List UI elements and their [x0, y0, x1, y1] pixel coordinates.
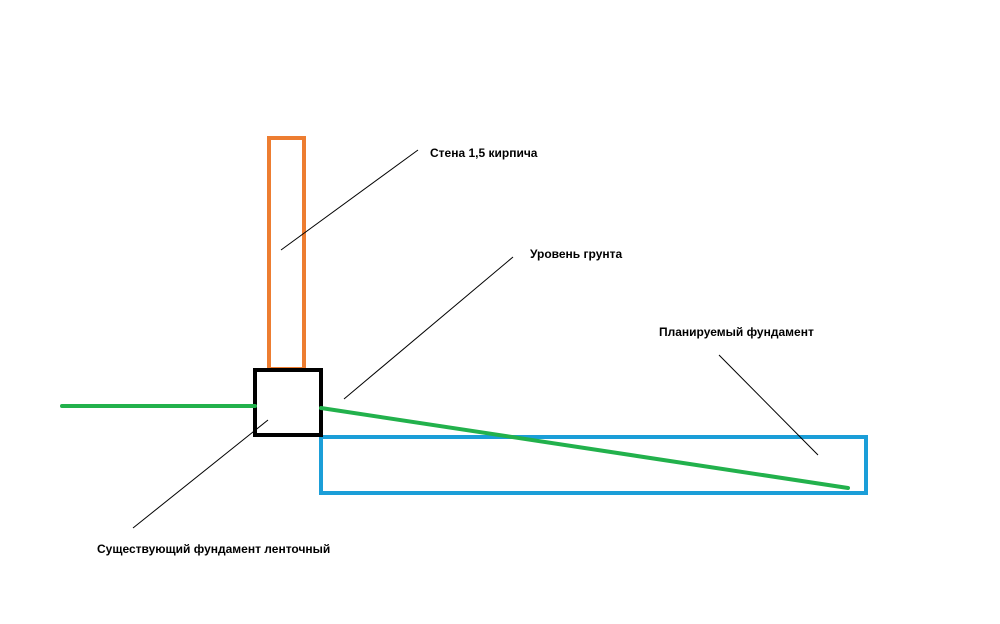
existing-foundation-label: Существующий фундамент ленточный — [97, 542, 331, 556]
wall-leader-line — [280, 149, 419, 251]
planned-foundation-leader-line — [718, 354, 819, 456]
planned-foundation-rect — [319, 435, 868, 495]
planned-foundation-label: Планируемый фундамент — [659, 325, 814, 339]
ground-line-right — [319, 406, 850, 490]
existing-foundation-leader-line — [132, 419, 269, 529]
ground-level-label: Уровень грунта — [530, 247, 623, 261]
existing-foundation-rect — [253, 368, 323, 437]
wall-label: Стена 1,5 кирпича — [430, 146, 538, 160]
ground-leader-line — [343, 256, 514, 400]
wall-rect — [267, 136, 306, 371]
